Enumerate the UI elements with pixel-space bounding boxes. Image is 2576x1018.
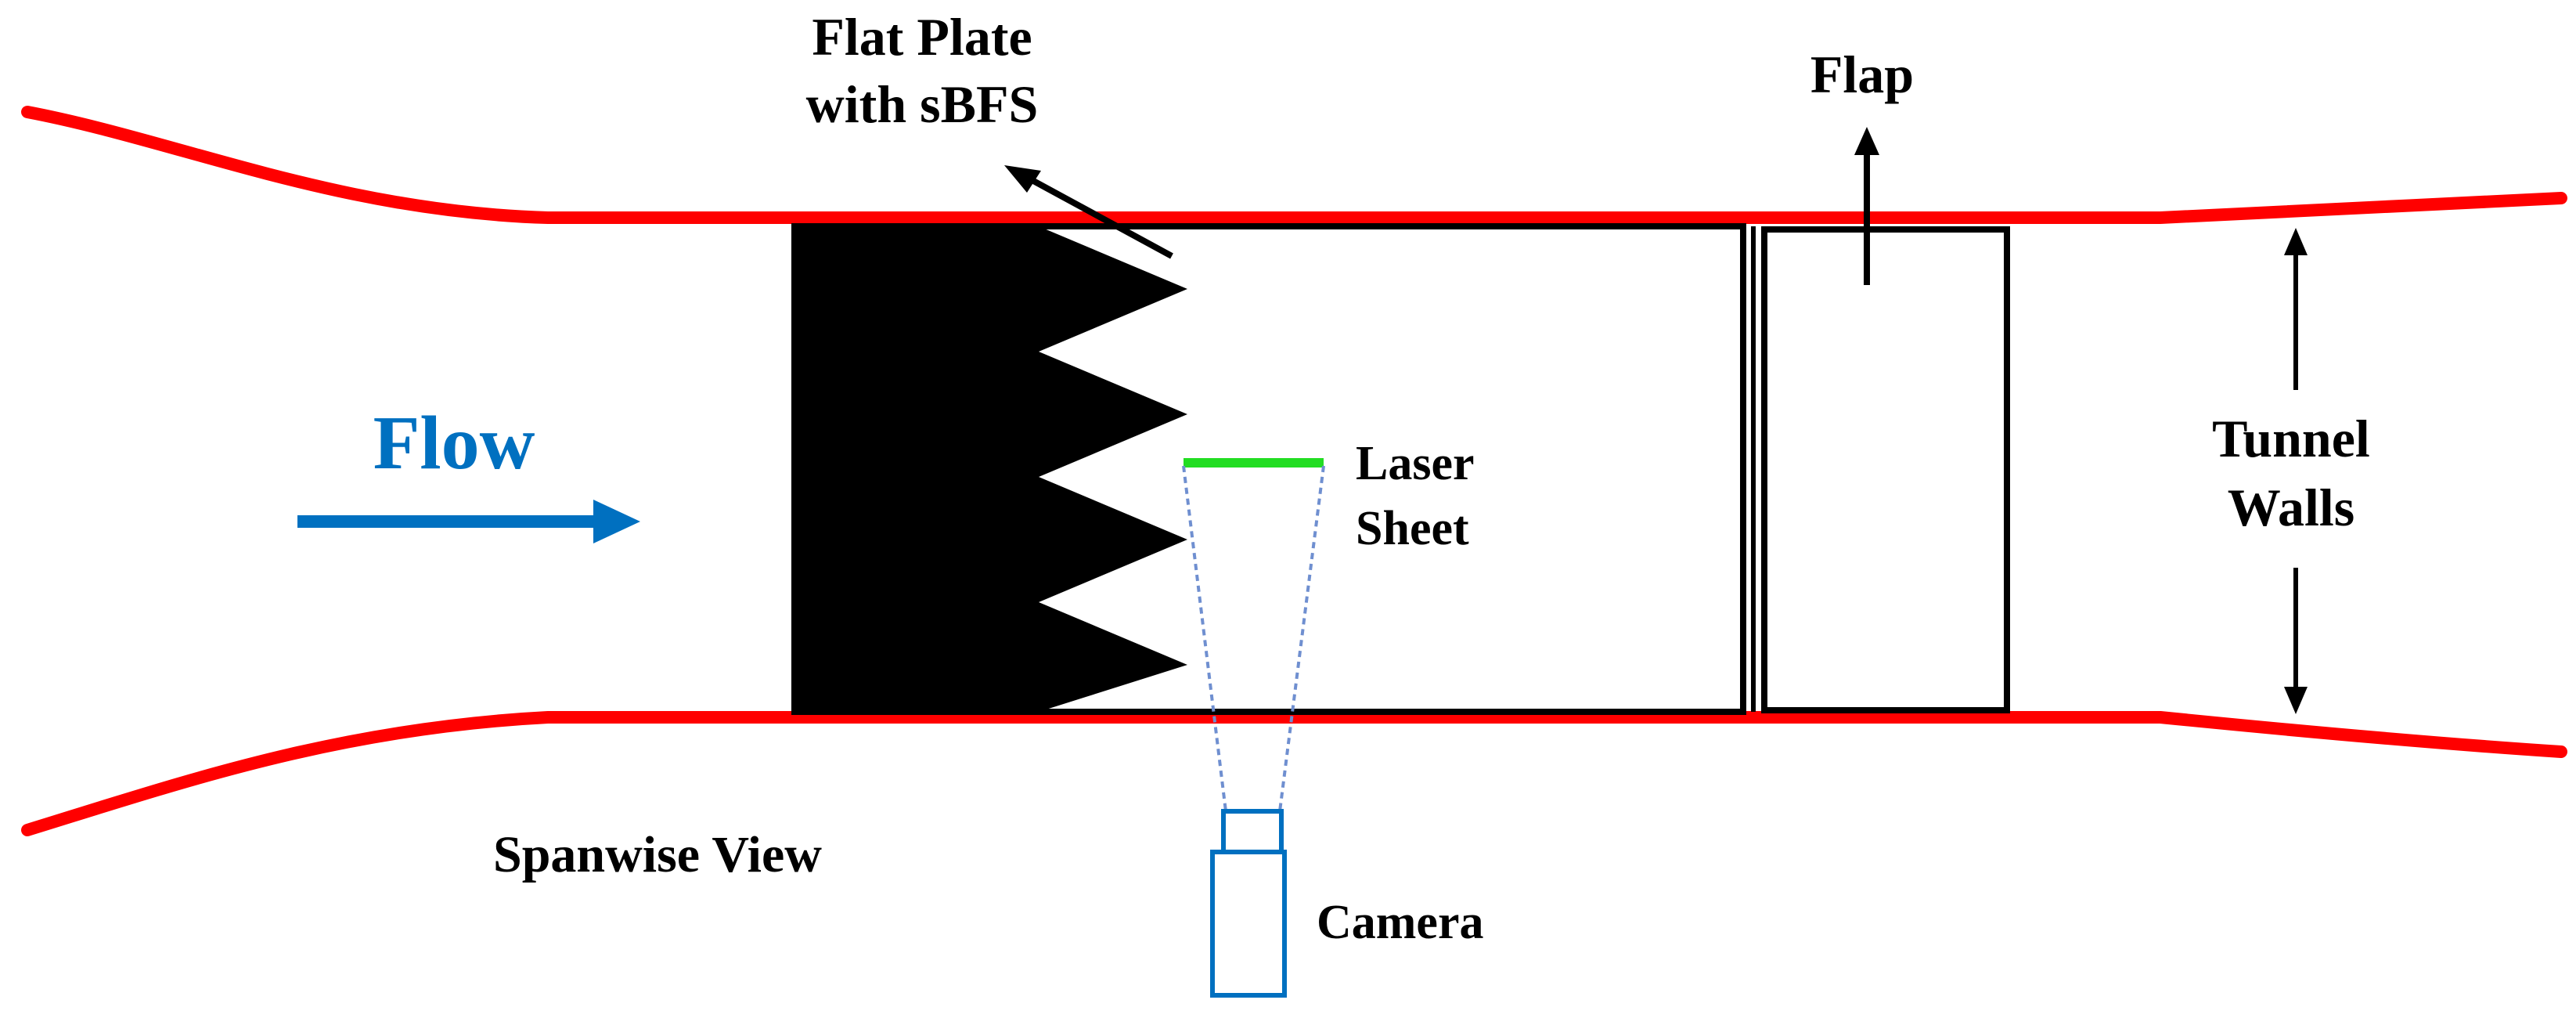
camera-label: Camera: [1317, 896, 1483, 949]
laser-sheet-label-line2: Sheet: [1356, 502, 1469, 555]
flap-label: Flap: [1810, 45, 1914, 104]
laser-sheet-label-line1: Laser: [1356, 437, 1475, 490]
tunnel-top-wall: [21, 106, 2567, 224]
tunnel-walls-label-line2: Walls: [2228, 478, 2355, 537]
flat-plate-label-line2: with sBFS: [806, 74, 1039, 134]
flat-plate-pointer-arrowhead: [1004, 165, 1041, 193]
flap-pointer-arrowhead: [1854, 127, 1879, 155]
spanwise-view-label: Spanwise View: [493, 826, 822, 883]
tunnel-walls-label-line1: Tunnel: [2212, 409, 2370, 468]
flow-arrow-head: [593, 500, 640, 543]
camera-lens: [1221, 809, 1284, 854]
flap-outline: [1761, 226, 2010, 713]
tunnel-bottom-wall: [21, 711, 2567, 836]
flat-plate-label-line1: Flat Plate: [812, 7, 1032, 67]
camera-body: [1210, 850, 1287, 998]
tunnel-walls-arrow-upper-head: [2284, 228, 2308, 255]
flow-label: Flow: [373, 401, 535, 486]
flat-plate-pointer-line: [1016, 169, 1173, 259]
camera-fov-left: [1182, 465, 1227, 812]
tunnel-walls-arrow-lower-head: [2284, 687, 2308, 714]
camera-fov-right: [1278, 465, 1325, 812]
flat-plate-sbfs-region: [794, 226, 1187, 712]
